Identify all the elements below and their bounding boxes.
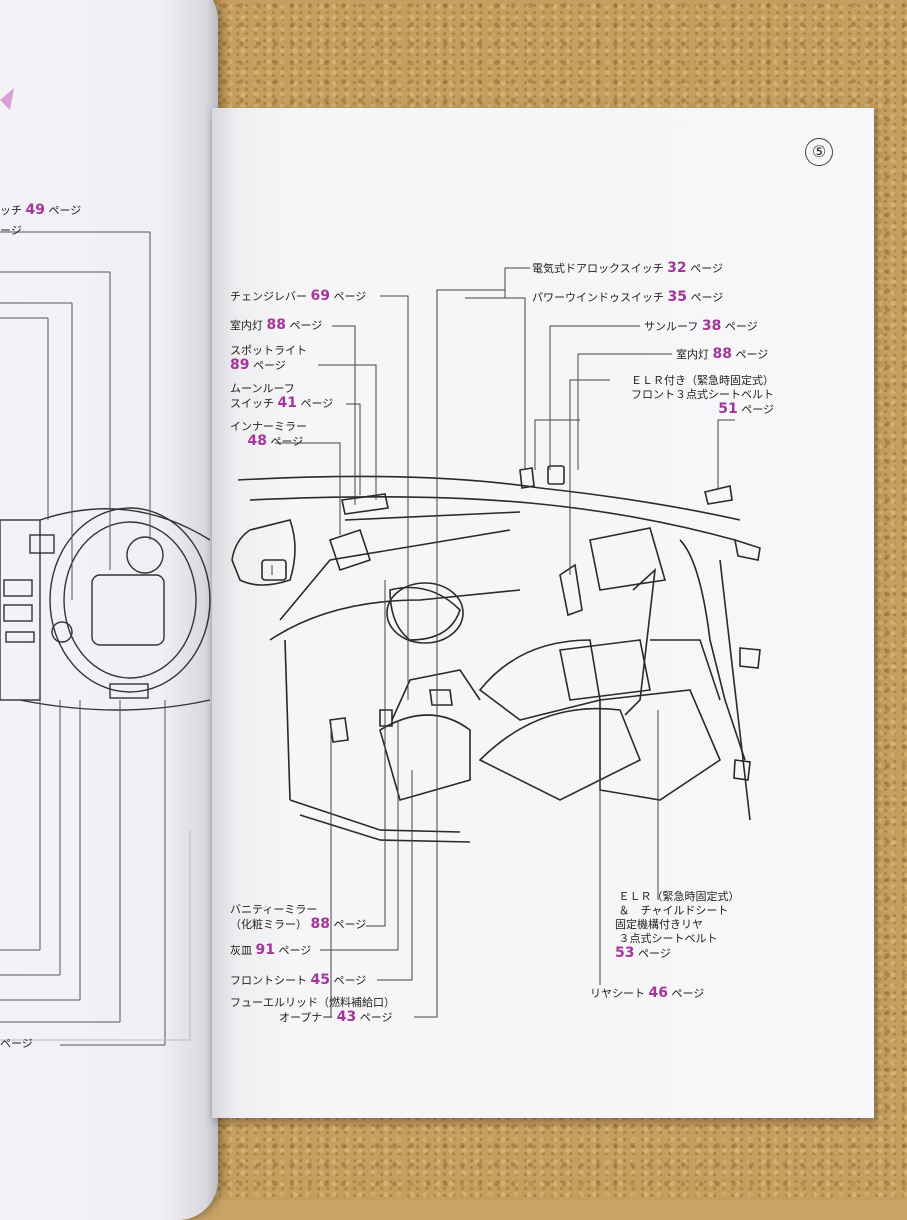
label-inner-mirror: インナーミラー 48 ページ xyxy=(230,420,307,449)
label-door-lock-switch: 電気式ドアロックスイッチ 32 ページ xyxy=(532,260,723,276)
label-front-seat: フロントシート 45 ページ xyxy=(230,972,367,988)
page-number: ⑤ xyxy=(805,138,833,166)
label-fuel-lid: フューエルリッド（燃料補給口） オープナー 43 ページ xyxy=(230,996,395,1025)
label-room-lamp-right: 室内灯 88 ページ xyxy=(676,346,769,362)
label-rear-seat: リヤシート 46 ページ xyxy=(590,985,705,1001)
label-ashtray: 灰皿 91 ページ xyxy=(230,942,312,958)
label-power-window-switch: パワーウインドゥスイッチ 35 ページ xyxy=(532,289,724,305)
left-page xyxy=(0,0,218,1220)
dashboard-illustration xyxy=(0,507,211,711)
pink-mark xyxy=(0,88,14,110)
left-fragment-1: ッチ 49 ページ xyxy=(0,202,82,218)
label-rear-seatbelt: ＥＬＲ（緊急時固定式） ＆ チャイルドシート固定機構付きリヤ ３点式シートベルト… xyxy=(615,890,740,961)
label-change-lever: チェンジレバー 69 ページ xyxy=(230,288,367,304)
left-fragment-2: ージ xyxy=(0,224,22,237)
label-moonroof-switch: ムーンルーフスイッチ 41 ページ xyxy=(230,382,334,411)
left-fragment-3: ページ xyxy=(0,1037,33,1050)
left-leader-lines xyxy=(0,231,191,1046)
label-vanity-mirror: バニティーミラー（化粧ミラー） 88 ページ xyxy=(230,903,367,932)
label-sunroof: サンルーフ 38 ページ xyxy=(644,318,758,334)
leader-lines xyxy=(271,267,735,1018)
label-room-lamp-left: 室内灯 88 ページ xyxy=(230,317,323,333)
